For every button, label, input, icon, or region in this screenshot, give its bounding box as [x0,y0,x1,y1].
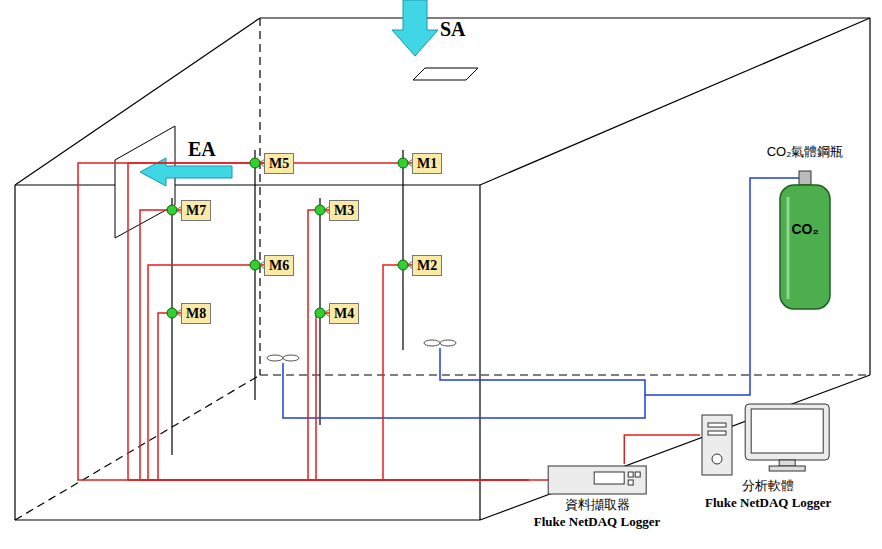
node-text: M1 [417,155,437,172]
room-edge [15,184,480,185]
gas-tube [283,363,645,418]
node-text: 分析軟體 [742,477,794,494]
hidden-edge [15,375,260,520]
drive-slot [708,431,726,435]
sensor-label: M8 [181,303,211,324]
sensor-dot [167,205,177,215]
node-text: M2 [417,257,437,274]
diffuser [424,340,440,346]
screen [751,409,823,453]
node-text: M8 [186,305,206,322]
pc-tower [702,415,732,475]
sensor-dot [398,158,408,168]
signal-wire [140,210,529,480]
gas-cylinder: CO₂氣體鋼瓶 CO₂ [650,143,882,311]
room-edge [480,375,870,520]
wire-stub [529,479,548,481]
room-edge [260,17,870,18]
node-text: M7 [186,202,206,219]
sensor-label: M6 [264,255,294,276]
monitor [745,404,829,460]
signal-wire [383,265,529,480]
hidden-edge [260,374,870,375]
logger-button [628,480,633,485]
sensor-dot [398,260,408,270]
sensor-label: M3 [329,200,359,221]
logger-body [548,466,646,494]
gas-tube [440,178,799,395]
node-text: Fluke NetDAQ Logger [705,494,831,511]
node-text: CO₂ [650,221,882,237]
supply-vent [413,68,478,80]
logger-display [594,472,624,484]
sensor-pole [254,150,255,400]
node-text: 資料擷取器 [565,496,630,513]
sensor-label: M2 [412,255,442,276]
computer: 分析軟體Fluke NetDAQ Logger [700,403,836,511]
hidden-edge [259,18,260,375]
logger-shape [529,464,665,496]
cylinder-body [780,185,830,309]
power-button [712,454,722,464]
monitor-base [769,466,805,471]
signal-wire [158,313,529,480]
computer-shape [700,403,836,477]
node-text: M5 [269,155,289,172]
signal-wire [78,163,529,480]
diffuser [267,355,283,361]
signal-wire [624,435,700,464]
supply-air-arrow [392,0,438,56]
sensor-pole [171,198,172,455]
air-label: SA [440,18,466,41]
highlight [787,197,790,299]
air-label: EA [188,138,216,161]
room-edge [480,18,870,185]
sensor-dot [167,308,177,318]
node-text: M4 [334,305,354,322]
node-text: Fluke NetDAQ Logger [534,513,660,530]
logger-button [635,472,640,477]
sensor-dot [315,205,325,215]
sensor-label: M1 [412,153,442,174]
exhaust-air-arrow [140,158,232,186]
room-edge [14,185,15,520]
sensor-dot [315,308,325,318]
room-edge [869,18,870,375]
room-edge [479,185,480,520]
node-text: CO₂氣體鋼瓶 [767,143,844,161]
signal-wire [148,265,529,480]
sensor-label: M7 [181,200,211,221]
sensor-dot [250,158,260,168]
node-text: M3 [334,202,354,219]
sensor-label: M5 [264,153,294,174]
valve [799,171,811,185]
monitor-stand [779,460,795,466]
cylinder-shape [650,161,882,311]
diffuser [283,355,299,361]
logger-button [628,472,633,477]
signal-wire [316,313,529,480]
room-edge [15,519,480,520]
data-logger: 資料擷取器Fluke NetDAQ Logger [529,464,665,530]
signal-wire [308,210,529,480]
signal-wire [128,163,529,480]
sensor-dot [250,260,260,270]
diffuser [440,340,456,346]
sensor-pole [402,150,403,350]
node-text: M6 [269,257,289,274]
drive-slot [708,423,726,427]
sensor-label: M4 [329,303,359,324]
